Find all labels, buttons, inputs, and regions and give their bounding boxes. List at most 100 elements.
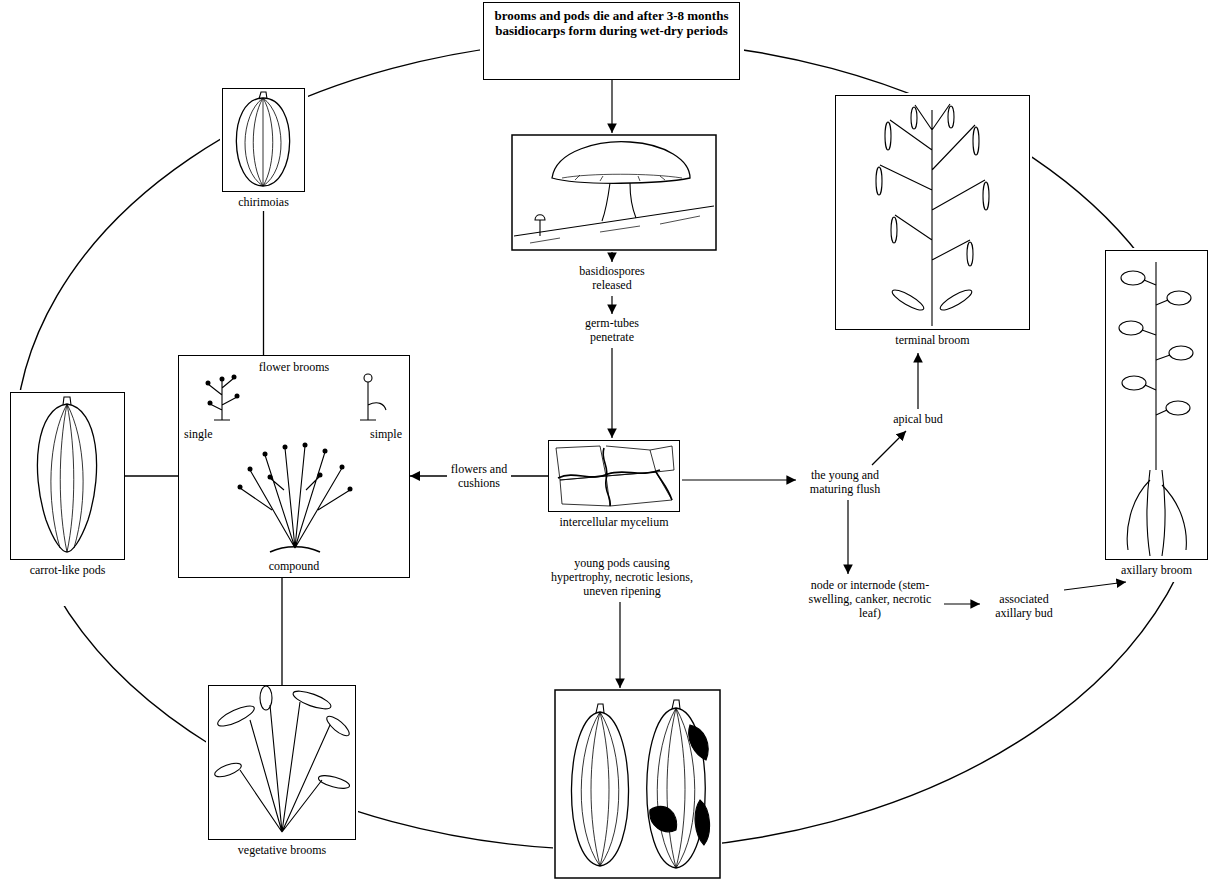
annotation-text: young pods causing hypertrophy, necrotic… <box>550 556 694 598</box>
box-frame <box>1105 250 1208 560</box>
simple-broom <box>360 382 386 420</box>
floret <box>340 465 345 470</box>
leaf <box>911 107 917 129</box>
box-caption: carrot-like pods <box>10 563 125 577</box>
leaf <box>260 686 272 710</box>
flow-arrow <box>847 500 848 574</box>
leaf <box>973 127 979 155</box>
floret <box>263 452 268 457</box>
leaf <box>317 773 350 791</box>
mushroom-stem <box>602 183 636 221</box>
necrotic-lesion <box>650 725 710 845</box>
mushroom-gills <box>562 174 682 181</box>
broom-shoots <box>240 702 330 832</box>
pod-stalk <box>596 704 604 713</box>
flow-arrow <box>611 348 612 438</box>
log-bark <box>530 216 700 243</box>
leaf <box>1122 376 1146 390</box>
floret <box>303 443 308 448</box>
cover <box>176 353 412 580</box>
leaf <box>1169 346 1193 360</box>
box-caption: brooms and pods die and after 3-8 months… <box>491 8 732 38</box>
leaf <box>1119 321 1143 335</box>
cover <box>220 86 308 216</box>
annotation-text: apical bud <box>890 412 946 426</box>
floret <box>268 475 273 480</box>
picture-box <box>512 135 716 250</box>
leaf <box>1167 291 1191 305</box>
connector-line <box>281 578 282 685</box>
figure-box: axillary broom <box>1105 250 1208 579</box>
figure-box: flower broomssinglesimplecompound <box>178 355 410 578</box>
carrot-pod <box>37 404 96 552</box>
sub-caption: compound <box>178 559 410 573</box>
annotation-text: associated axillary bud <box>984 592 1064 620</box>
pod-ribs <box>581 712 619 866</box>
connector-line <box>263 211 264 355</box>
chirimoia-pod <box>236 98 289 186</box>
box-caption: axillary broom <box>1105 563 1208 577</box>
figure-box: intercellular mycelium <box>548 440 680 531</box>
leaf <box>948 106 954 128</box>
annotation-text: the young and maturing flush <box>800 468 890 496</box>
leaf <box>213 761 243 780</box>
note-box: brooms and pods die and after 3-8 months… <box>483 2 740 80</box>
flow-arrow <box>611 80 612 133</box>
floret <box>235 394 240 399</box>
floret <box>220 377 225 382</box>
picture-box <box>555 690 720 878</box>
leaf <box>291 688 333 713</box>
pod-stalk <box>259 92 267 99</box>
cacao-pod <box>571 712 628 866</box>
pod-stalk <box>63 397 71 405</box>
flow-arrow <box>682 479 796 480</box>
floret <box>323 449 328 454</box>
cover <box>833 93 1032 353</box>
box-caption: intercellular mycelium <box>548 515 680 529</box>
cover <box>553 688 722 880</box>
box-frame <box>222 88 305 192</box>
log <box>514 206 714 236</box>
flow-arrow <box>1064 582 1126 590</box>
cover <box>546 438 682 544</box>
cover <box>510 133 718 252</box>
broom-stem <box>1155 262 1156 470</box>
annotation-text: germ-tubes penetrate <box>572 316 652 344</box>
leaf <box>891 217 897 243</box>
single-broom <box>208 378 237 420</box>
floret <box>232 375 237 380</box>
figure-box: carrot-like pods <box>10 392 125 579</box>
floret <box>208 401 213 406</box>
mushroom-cap <box>552 142 690 184</box>
cover <box>480 0 744 84</box>
connector-line <box>125 475 178 476</box>
leaf <box>885 122 891 150</box>
floret <box>318 473 323 478</box>
leaf <box>1121 271 1145 285</box>
figure-box: vegetative brooms <box>208 685 356 859</box>
swollen-stem <box>1147 470 1165 556</box>
leaf <box>1166 401 1190 415</box>
leaf <box>215 702 256 730</box>
hyphae <box>558 448 672 506</box>
figure-box: chirimoias <box>222 88 305 211</box>
flow-arrow <box>611 296 612 314</box>
box-frame <box>208 685 356 840</box>
leaf <box>938 287 974 314</box>
leaf <box>890 287 926 314</box>
floret <box>206 381 211 386</box>
cushion <box>270 547 320 552</box>
flow-arrow <box>872 431 906 465</box>
pod-ribs <box>245 98 281 186</box>
box-frame <box>835 95 1030 330</box>
small-mushroom <box>535 215 545 236</box>
floret <box>348 487 353 492</box>
leaf <box>324 713 352 739</box>
leaf <box>983 182 989 210</box>
pod-stalk <box>672 700 680 709</box>
edge-label: flowers and cushions <box>447 462 511 490</box>
flow-arrow <box>917 353 918 409</box>
flower-bud <box>364 374 372 382</box>
flow-arrow <box>619 602 620 688</box>
